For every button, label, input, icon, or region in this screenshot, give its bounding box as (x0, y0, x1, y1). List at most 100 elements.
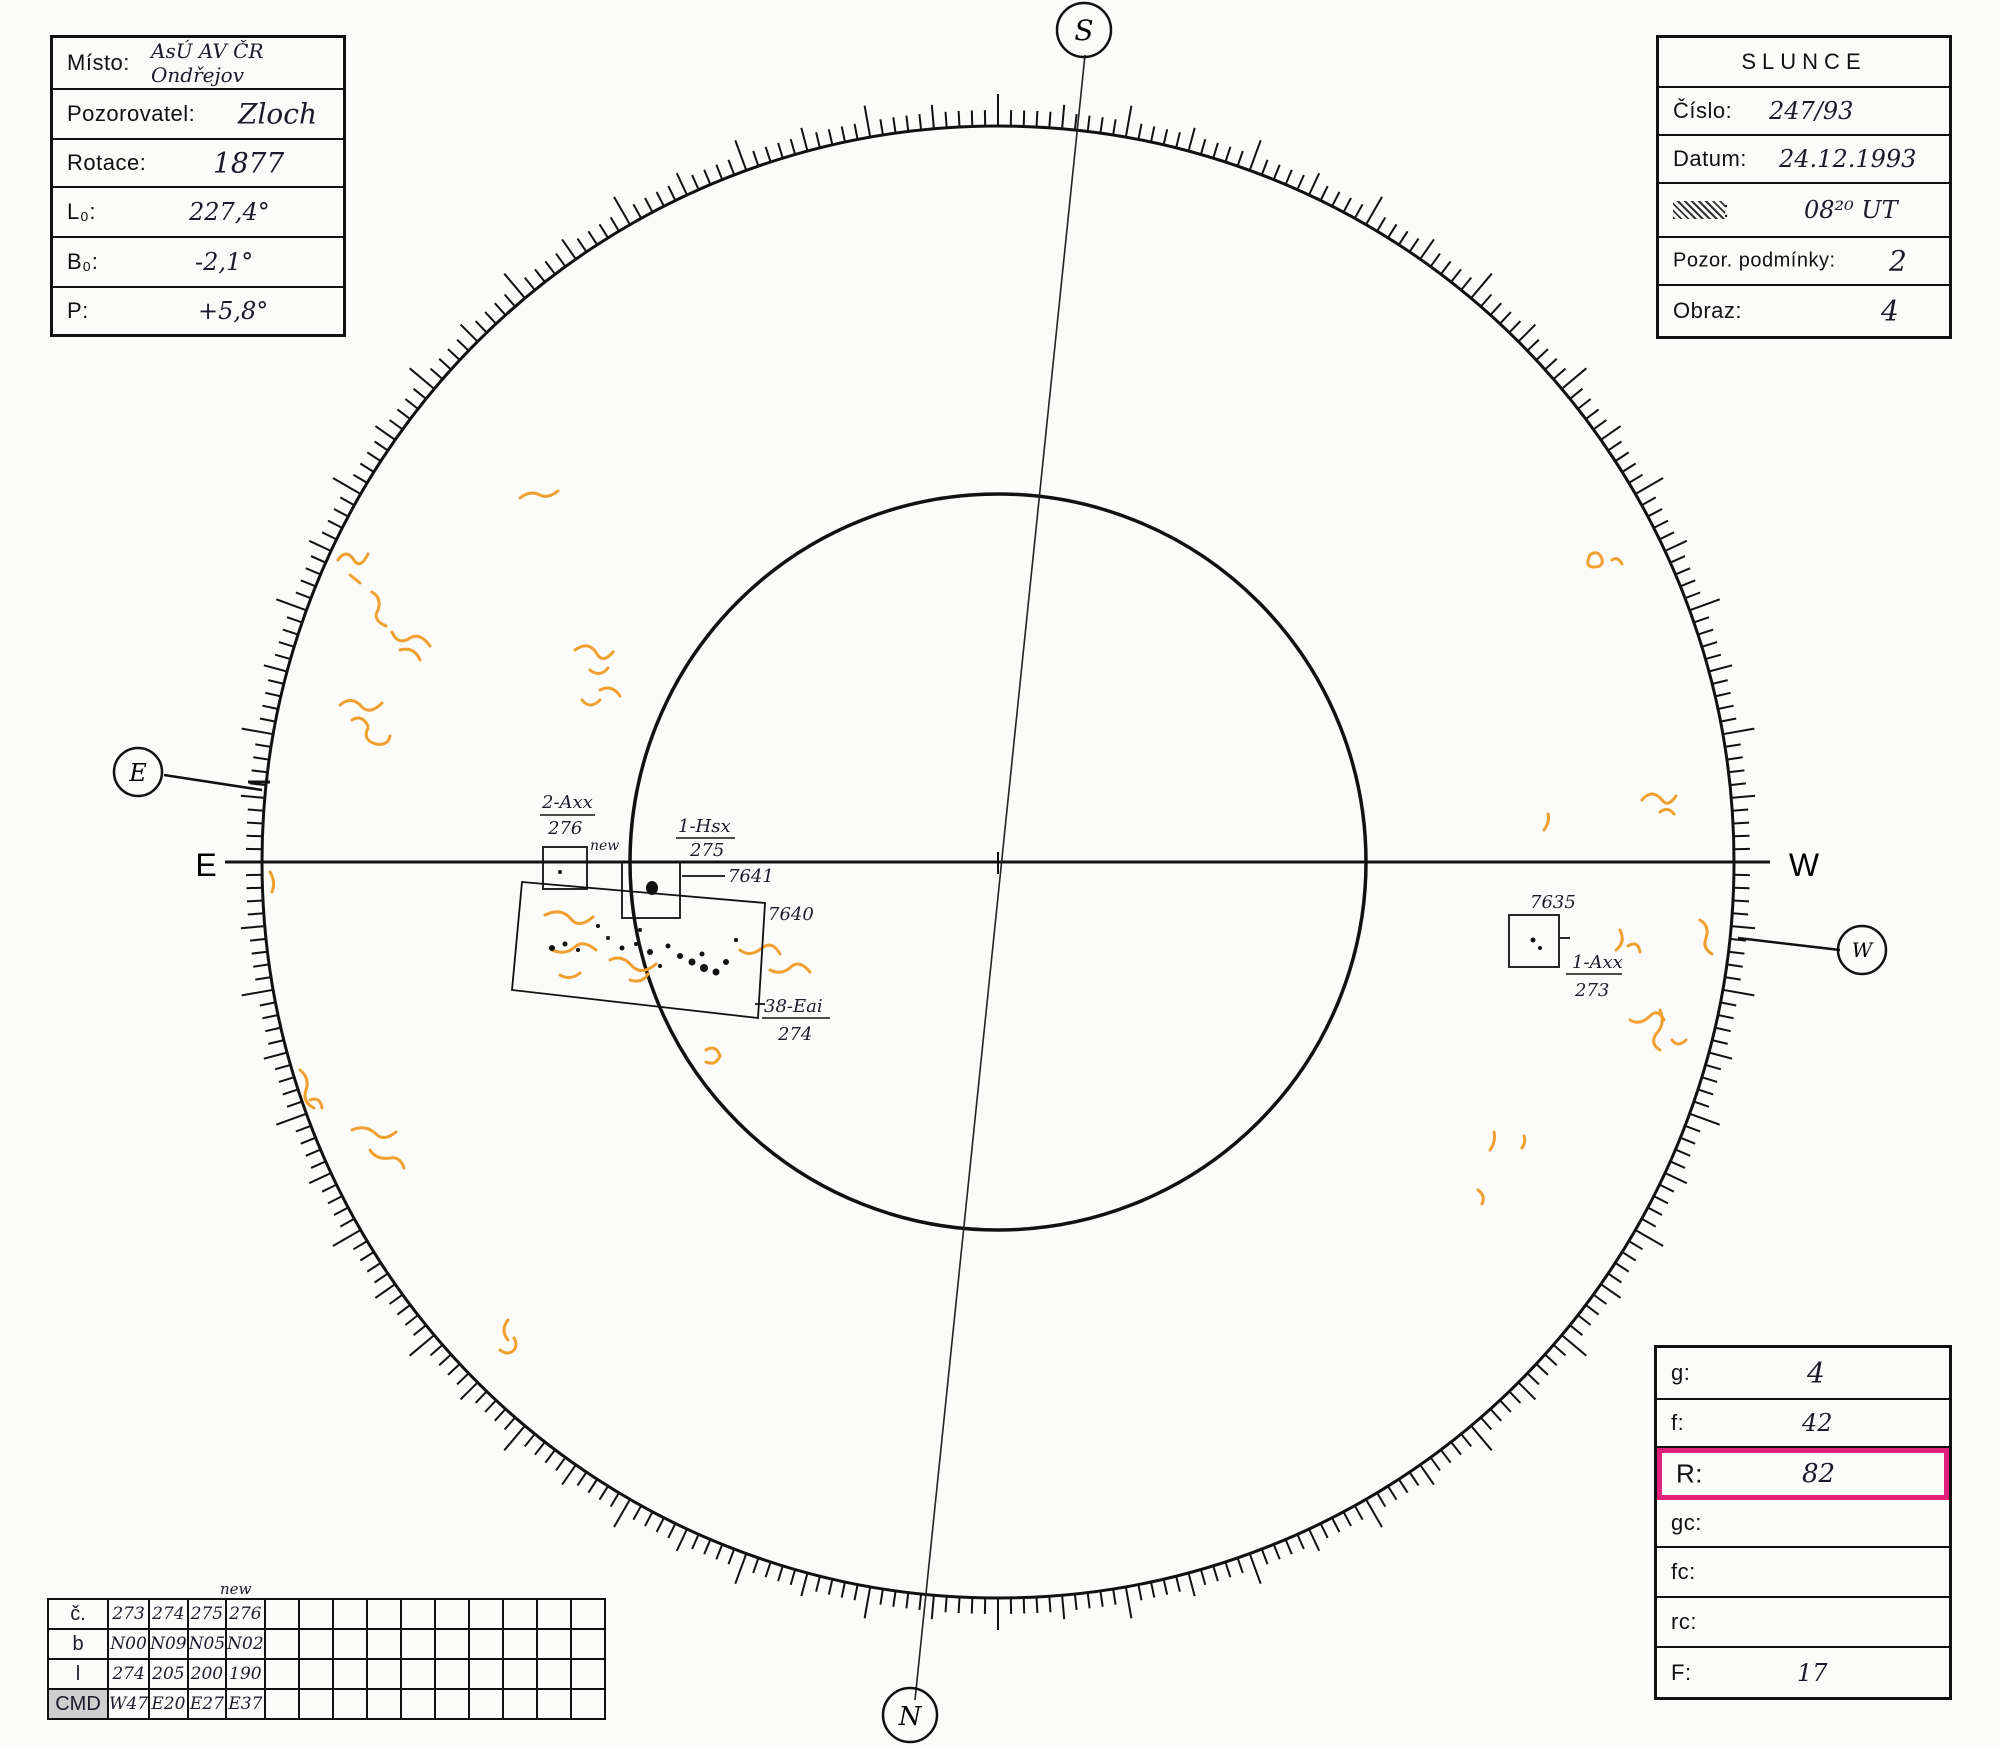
limb-tick (241, 988, 274, 997)
limb-tick (1175, 1575, 1181, 1592)
limb-tick (655, 191, 665, 207)
limb-tick (1048, 1596, 1052, 1613)
limb-tick (456, 338, 470, 352)
group-table-cell: 276 (225, 1598, 266, 1630)
limb-tick (1664, 539, 1688, 552)
limb-tick (412, 1324, 427, 1336)
group-table-cell: N09 (148, 1628, 189, 1660)
limb-tick (1212, 1565, 1219, 1582)
limb-tick (253, 963, 270, 968)
limb-tick (1284, 1539, 1293, 1555)
limb-tick (970, 110, 974, 127)
limb-tick (1592, 419, 1607, 431)
limb-tick (1248, 139, 1262, 171)
limb-tick (263, 1051, 288, 1060)
limb-tick (409, 1334, 435, 1357)
facula (1698, 918, 1714, 956)
limb-tick (1517, 323, 1537, 343)
limb-tick (1621, 462, 1637, 473)
limb-tick (332, 477, 362, 495)
limb-tick (438, 1353, 452, 1366)
limb-tick (1440, 1449, 1452, 1464)
limb-tick (1061, 1595, 1066, 1620)
limb-tick (447, 348, 461, 361)
limb-tick (327, 1195, 343, 1205)
facula (336, 552, 370, 585)
limb-tick (246, 899, 264, 903)
time-value: 08²⁰ UT (1804, 196, 1898, 224)
limb-tick (1708, 1051, 1733, 1060)
limb-tick (1720, 1001, 1737, 1007)
limb-tick (1600, 425, 1622, 441)
limb-tick (456, 1372, 470, 1386)
limb-tick (1714, 691, 1731, 698)
number-label: Číslo: (1673, 98, 1733, 123)
limb-tick (310, 1160, 327, 1169)
limb-tick (251, 769, 268, 774)
limb-tick (1689, 598, 1721, 612)
group-table-cell: 200 (186, 1658, 228, 1690)
group-table-cell: N05 (186, 1628, 228, 1660)
limb-tick (1628, 1240, 1644, 1251)
limb-tick (262, 704, 279, 710)
limb-tick (255, 976, 272, 981)
limb-tick (655, 1517, 665, 1533)
time-label-struck (1673, 201, 1725, 219)
limb-tick (752, 1557, 760, 1574)
limb-tick (240, 794, 265, 799)
limb-tick (1577, 1314, 1592, 1326)
limb-tick (240, 925, 265, 930)
limb-tick (1073, 113, 1078, 131)
region-276-note: new (590, 838, 619, 854)
limb-tick (1499, 1399, 1512, 1413)
region-275-noaa: 7641 (728, 866, 774, 887)
limb-tick (1342, 1511, 1352, 1527)
limb-tick (789, 1569, 797, 1586)
limb-tick (255, 743, 272, 748)
limb-tick (1653, 519, 1669, 529)
facula (390, 630, 432, 662)
limb-tick (1664, 1172, 1688, 1185)
limb-tick (644, 1511, 654, 1527)
group-table-empty-cell (569, 1688, 606, 1720)
limb-tick (308, 1172, 332, 1185)
group-table-cell: W47 (106, 1688, 151, 1720)
group-table-empty-cell (535, 1688, 572, 1720)
group-table-empty-cell (433, 1628, 470, 1660)
limb-tick (1680, 1136, 1696, 1145)
group-table-cell: N02 (225, 1628, 266, 1660)
limb-tick (1342, 197, 1352, 213)
limb-tick (1585, 1304, 1600, 1316)
limb-tick (265, 1026, 282, 1033)
limb-tick (1398, 1478, 1409, 1494)
limb-tick (333, 1206, 349, 1216)
limb-tick (274, 653, 291, 661)
limb-tick (1440, 260, 1452, 275)
limb-tick (609, 1492, 620, 1508)
limb-tick (247, 912, 264, 916)
limb-tick (429, 1344, 444, 1357)
F-label: F: (1671, 1659, 1692, 1685)
compass-e-circle: E (112, 746, 164, 798)
limb-tick (412, 388, 427, 400)
facula (350, 1126, 406, 1170)
r-label: R: (1676, 1458, 1703, 1489)
limb-tick (675, 1528, 688, 1552)
observer-label: Pozorovatel: (67, 101, 196, 126)
limb-tick (374, 425, 396, 441)
region-273-noaa: 7635 (1530, 892, 1576, 913)
limb-tick (259, 717, 276, 723)
limb-tick (1621, 1251, 1637, 1262)
facula (298, 1068, 324, 1110)
limb-tick (275, 1112, 307, 1126)
facula (704, 1046, 722, 1065)
region-275-class: 1-Hsx (678, 816, 731, 837)
group-table-empty-cell (399, 1688, 436, 1720)
limb-tick (1561, 1334, 1587, 1357)
limb-tick (321, 1183, 337, 1193)
limb-tick (484, 1399, 497, 1413)
limb-tick (609, 216, 620, 232)
limb-tick (1693, 1100, 1710, 1108)
rotation-axis (914, 54, 1086, 1701)
limb-tick (1724, 743, 1741, 748)
